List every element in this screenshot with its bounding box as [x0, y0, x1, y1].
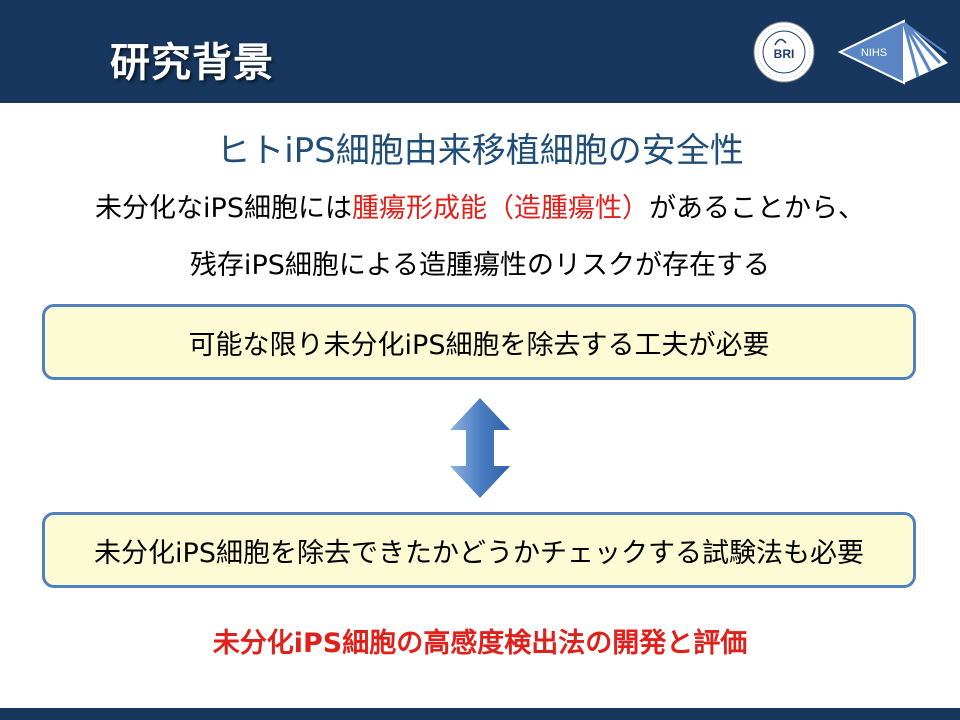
intro-line-1: 未分化なiPS細胞には腫瘍形成能（造腫瘍性）があることから、: [0, 186, 960, 225]
nihs-logo-icon: NIHS: [838, 19, 948, 85]
requirement-box-testing-text: 未分化iPS細胞を除去できたかどうかチェックする試験法も必要: [94, 537, 864, 569]
double-arrow-icon: [450, 398, 510, 498]
intro-line-1-start: 未分化なiPS細胞には: [95, 193, 352, 224]
bri-logo-text: BRI: [774, 47, 795, 61]
intro-line-1-highlight: 腫瘍形成能（造腫瘍性）: [351, 193, 649, 224]
bri-logo-icon: BRI: [753, 21, 815, 83]
intro-line-1-end: があることから、: [648, 193, 865, 224]
requirement-box-testing: 未分化iPS細胞を除去できたかどうかチェックする試験法も必要: [42, 512, 916, 588]
requirement-box-removal-text: 可能な限り未分化iPS細胞を除去する工夫が必要: [188, 329, 770, 361]
subtitle: ヒトiPS細胞由来移植細胞の安全性: [216, 131, 744, 171]
conclusion-text: 未分化iPS細胞の高感度検出法の開発と評価: [212, 628, 748, 659]
requirement-box-removal: 可能な限り未分化iPS細胞を除去する工夫が必要: [42, 304, 916, 380]
nihs-logo-text: NIHS: [861, 47, 887, 59]
intro-line-2: 残存iPS細胞による造腫瘍性のリスクが存在する: [189, 250, 771, 281]
footer-bar: [0, 708, 960, 720]
slide-title: 研究背景: [110, 40, 274, 86]
